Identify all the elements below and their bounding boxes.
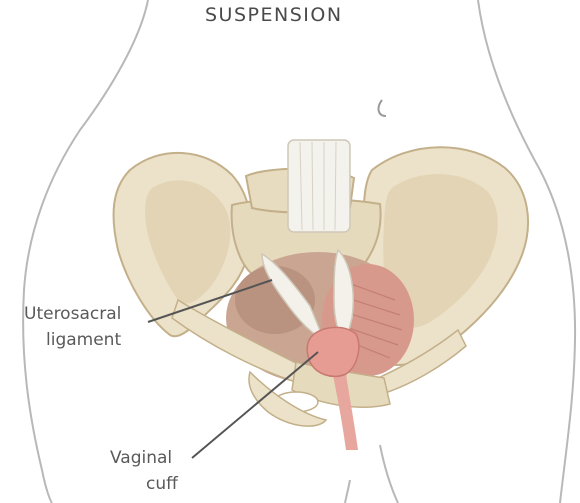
anterior-longitudinal-ligament: [288, 140, 350, 232]
vaginal-cuff-label-line1: Vaginal: [110, 447, 172, 469]
vaginal-cuff-label-line2: cuff: [146, 473, 178, 495]
diagram-title: SUSPENSION: [205, 4, 343, 26]
uterosacral-label-line2: ligament: [46, 329, 121, 351]
vaginal-cuff: [307, 327, 359, 376]
uterosacral-label-line1: Uterosacral: [24, 303, 121, 325]
navel: [379, 100, 386, 116]
